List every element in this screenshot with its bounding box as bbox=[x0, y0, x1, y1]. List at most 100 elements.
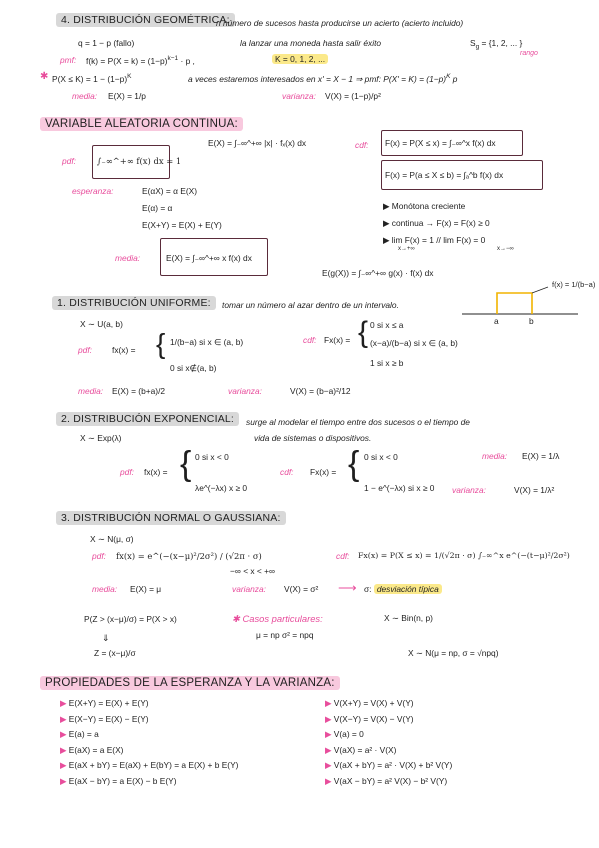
propiedades-varianza-list: ▶ V(X+Y) = V(X) + V(Y) ▶ V(X−Y) = V(X) −… bbox=[325, 696, 452, 790]
down-arrow-icon: ⇓ bbox=[102, 633, 110, 643]
exponencial-cdf-lhs: Fx(x) = bbox=[310, 467, 337, 477]
uniforme-cdf-case1: (x−a)/(b−a) si x ∈ (a, b) bbox=[370, 338, 458, 348]
uniforme-media-val: E(X) = (b+a)/2 bbox=[112, 386, 166, 396]
uniforme-pdf-case2: 0 si x∉(a, b) bbox=[170, 363, 217, 373]
geometrica-media-val: E(X) = 1/p bbox=[108, 91, 146, 101]
prop-right-2: ▶ V(a) = 0 bbox=[325, 729, 364, 740]
normal-var-label: varianza: bbox=[232, 584, 266, 594]
prop-monotone: ▶ Monótona creciente bbox=[383, 201, 466, 211]
exponencial-var-label: varianza: bbox=[452, 485, 486, 495]
exponencial-cdf-brace: { bbox=[348, 445, 360, 483]
cdf-star-icon: ✱ bbox=[40, 71, 49, 82]
normal-media-val: E(X) = μ bbox=[130, 584, 162, 594]
exponencial-var-val: V(X) = 1/λ² bbox=[514, 485, 555, 495]
exponencial-pdf-lhs: fx(x) = bbox=[144, 467, 168, 477]
uniforme-cdf-lhs: Fx(x) = bbox=[324, 335, 351, 345]
normal-sigma-note: σ: desviación típica bbox=[364, 584, 442, 594]
uniform-plot-label: f(x) = 1/(b−a) bbox=[552, 280, 596, 289]
normal-z-line: P(Z > (x−μ)/σ) = P(X > x) bbox=[84, 614, 177, 624]
normal-z-def: Z = (x−μ)/σ bbox=[94, 648, 136, 658]
exponencial-desc1: surge al modelar el tiempo entre dos suc… bbox=[246, 417, 470, 427]
geometrica-support-note: rango bbox=[520, 50, 538, 57]
geometrica-q-line: q = 1 − p (fallo) bbox=[78, 38, 135, 48]
normal-def: X ∼ N(μ, σ) bbox=[90, 534, 134, 544]
exponencial-cdf-case0: 0 si x < 0 bbox=[364, 452, 398, 462]
geometrica-support: Sg = {1, 2, ... } bbox=[470, 38, 523, 51]
normal-title: 3. DISTRIBUCIÓN NORMAL O GAUSSIANA: bbox=[56, 511, 286, 525]
geometrica-var-val: V(X) = (1−p)/p² bbox=[325, 91, 381, 101]
prop-limits: ▶ lim F(x) = 1 // lim F(x) = 0 bbox=[383, 235, 486, 245]
geometrica-media-label: media: bbox=[72, 91, 98, 101]
uniform-plot-a: a bbox=[494, 316, 499, 326]
exponencial-cdf-label: cdf: bbox=[280, 467, 294, 477]
normal-var-val: V(X) = σ² bbox=[284, 584, 319, 594]
uniforme-cdf-case2: 1 si x ≥ b bbox=[370, 358, 404, 368]
continua-cdf-box2: F(x) = P(a ≤ X ≤ b) = ∫ₐ^b f(x) dx bbox=[385, 170, 504, 180]
geometrica-cdf-formula: P(X ≤ K) = 1 − (1−p)K bbox=[52, 73, 132, 84]
uniforme-cdf-case0: 0 si x ≤ a bbox=[370, 320, 404, 330]
prop-left-2: ▶ E(a) = a bbox=[60, 729, 99, 740]
prop-left-0: ▶ E(X+Y) = E(X) + E(Y) bbox=[60, 698, 149, 708]
geometrica-title: 4. DISTRIBUCIÓN GEOMÉTRICA: bbox=[56, 13, 235, 27]
prop-left-5: ▶ E(aX − bY) = a E(X) − b E(Y) bbox=[60, 775, 177, 786]
uniforme-pdf-lhs: fx(x) = bbox=[112, 345, 136, 355]
uniforme-desc: tomar un número al azar dentro de un int… bbox=[222, 300, 399, 310]
continua-cdf-box1: F(x) = P(X ≤ x) = ∫₋∞^x f(x) dx bbox=[385, 138, 496, 148]
normal-pdf-val: fx(x) = e^(−(x−μ)²/2σ²) / (√2π · σ) bbox=[116, 551, 262, 561]
exponencial-title: 2. DISTRIBUCIÓN EXPONENCIAL: bbox=[56, 412, 240, 426]
geometrica-pmf-formula: f(k) = P(X = k) = (1−p)k−1 · p , bbox=[86, 55, 195, 66]
limit-sub-minus: x→−∞ bbox=[497, 246, 514, 252]
prop-right-0: ▶ V(X+Y) = V(X) + V(Y) bbox=[325, 698, 414, 708]
normal-approx: X ∼ N(μ = np, σ = √npq) bbox=[408, 648, 499, 658]
geometrica-pmf-k: K = 0, 1, 2, ... bbox=[272, 54, 329, 64]
continua-pdf-box: ∫₋∞^+∞ f(x) dx = 1 bbox=[97, 156, 182, 166]
exponencial-pdf-case0: 0 si x < 0 bbox=[195, 452, 229, 462]
uniforme-cdf-brace: { bbox=[358, 316, 369, 349]
exponencial-pdf-label: pdf: bbox=[120, 467, 134, 477]
geometrica-alt: a veces estaremos interesados en x' = X … bbox=[188, 73, 458, 84]
esp-rule-0: E(αX) = α E(X) bbox=[142, 186, 198, 196]
continua-esperanza-label: esperanza: bbox=[72, 186, 114, 196]
limit-sub-plus: x→+∞ bbox=[398, 246, 415, 252]
uniforme-cdf-label: cdf: bbox=[303, 335, 317, 345]
normal-casos-title: ✱ Casos particulares: bbox=[232, 613, 323, 624]
exponencial-media-val: E(X) = 1/λ bbox=[522, 451, 560, 461]
continua-cdf-label: cdf: bbox=[355, 140, 369, 150]
normal-cdf-val: Fx(x) = P(X ≤ x) = 1/(√2π · σ) ∫₋∞^x e^(… bbox=[358, 551, 570, 560]
propiedades-esperanza-list: ▶ E(X+Y) = E(X) + E(Y) ▶ E(X−Y) = E(X) −… bbox=[60, 696, 238, 790]
exponencial-def: X ∼ Exp(λ) bbox=[80, 433, 122, 443]
geometrica-var-label: varianza: bbox=[282, 91, 316, 101]
prop-continuous: ▶ continua → F(x) = F(x) ≥ 0 bbox=[383, 218, 490, 228]
prop-right-4: ▶ V(aX + bY) = a² · V(X) + b² V(Y) bbox=[325, 760, 453, 771]
uniforme-var-val: V(X) = (b−a)²/12 bbox=[290, 386, 351, 396]
uniforme-pdf-case1: 1/(b−a) si x ∈ (a, b) bbox=[170, 337, 244, 347]
uniforme-pdf-brace: { bbox=[156, 328, 166, 359]
uniforme-def: X ∼ U(a, b) bbox=[80, 319, 123, 329]
prop-left-1: ▶ E(X−Y) = E(X) − E(Y) bbox=[60, 713, 149, 724]
prop-right-3: ▶ V(aX) = a² · V(X) bbox=[325, 744, 397, 755]
esp-rule-2: E(X+Y) = E(X) + E(Y) bbox=[142, 220, 222, 230]
arrow-right-icon: ⟶ bbox=[338, 580, 357, 595]
esp-rule-1: E(α) = α bbox=[142, 203, 173, 213]
normal-casos-vals: μ = np σ² = npq bbox=[256, 630, 314, 640]
exponencial-pdf-case1: λe^(−λx) x ≥ 0 bbox=[195, 483, 248, 493]
pdf-normalization-box bbox=[92, 145, 170, 179]
uniforme-var-label: varianza: bbox=[228, 386, 262, 396]
exponencial-desc2: vida de sistemas o dispositivos. bbox=[254, 433, 372, 443]
exponencial-media-label: media: bbox=[482, 451, 508, 461]
continua-title: VARIABLE ALEATORIA CONTINUA: bbox=[40, 117, 243, 131]
propiedades-title: PROPIEDADES DE LA ESPERANZA Y LA VARIANZ… bbox=[40, 676, 340, 690]
uniform-plot-b: b bbox=[529, 316, 534, 326]
normal-pdf-label: pdf: bbox=[92, 551, 106, 561]
normal-bin: X ∼ Bin(n, p) bbox=[384, 613, 433, 623]
prop-right-5: ▶ V(aX − bY) = a² V(X) − b² V(Y) bbox=[325, 775, 448, 786]
geometrica-pmf-label: pmf: bbox=[60, 55, 77, 65]
prop-left-4: ▶ E(aX + bY) = E(aX) + E(bY) = a E(X) + … bbox=[60, 760, 239, 771]
normal-cdf-label: cdf: bbox=[336, 551, 350, 561]
continua-eg: E(g(X)) = ∫₋∞^+∞ g(x) · f(x) dx bbox=[322, 268, 434, 278]
continua-media-label: media: bbox=[115, 253, 141, 263]
prop-right-1: ▶ V(X−Y) = V(X) − V(Y) bbox=[325, 713, 414, 724]
continua-media-box: E(X) = ∫₋∞^+∞ x f(x) dx bbox=[166, 253, 252, 263]
geometrica-example: la lanzar una moneda hasta salir éxito bbox=[240, 38, 382, 48]
